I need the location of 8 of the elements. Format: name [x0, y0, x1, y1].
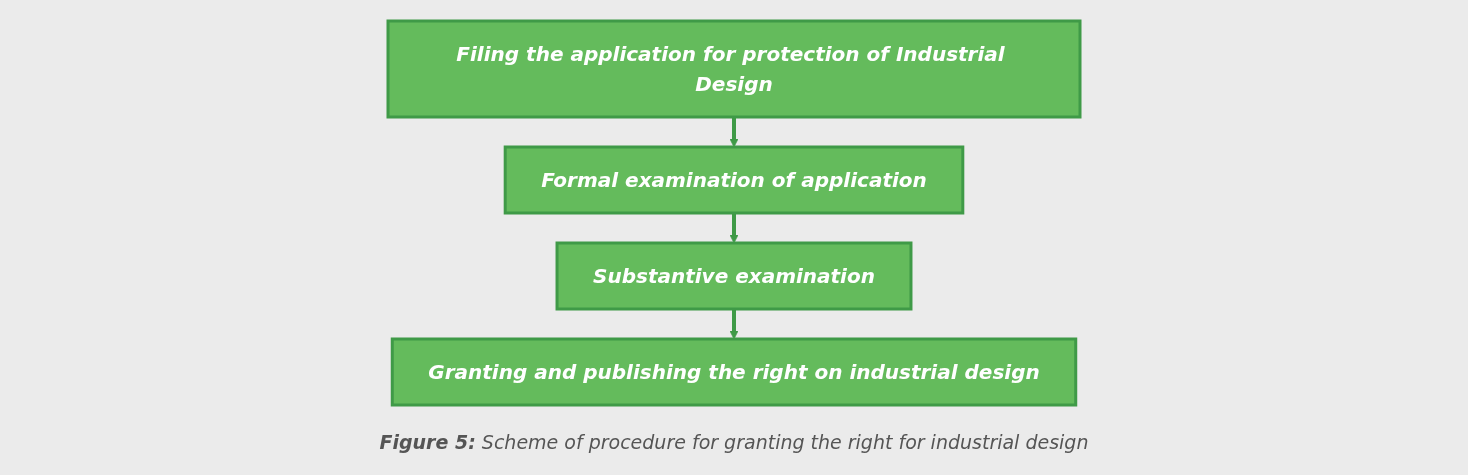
node-box: Granting and publishing the right on industrial design [390, 337, 1078, 406]
node-box: Substantive examination [555, 241, 913, 310]
arrow [729, 308, 739, 339]
arrow [729, 212, 739, 243]
node-box: Formal examination of application [503, 145, 965, 214]
node-box: Filing the application for protection of Industrial Design [386, 19, 1082, 118]
figure-caption: Figure 5: Scheme of procedure for granting the right for industrial design [379, 431, 1089, 453]
arrow [729, 116, 739, 147]
